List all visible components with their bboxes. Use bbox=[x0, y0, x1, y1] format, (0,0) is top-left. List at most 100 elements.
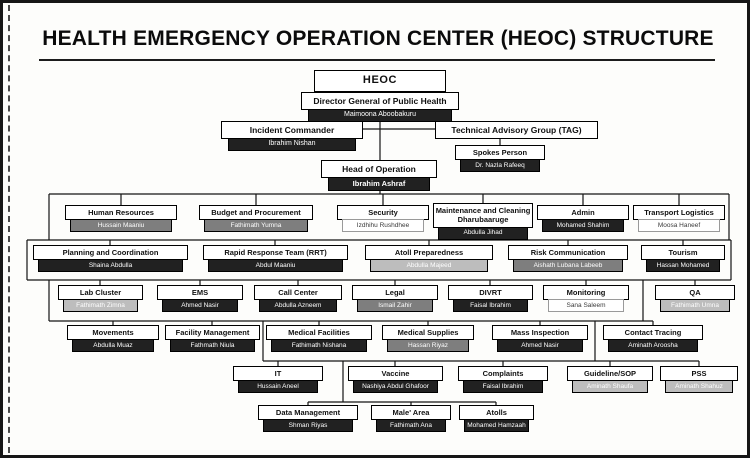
node-title: Call Center bbox=[254, 285, 342, 301]
node-medical-supplies: Medical Supplies Hassan Riyaz bbox=[382, 325, 474, 353]
node-person: Hussain Maaniu bbox=[70, 219, 172, 233]
node-ems: EMS Ahmed Nasir bbox=[157, 285, 243, 313]
node-head-of-operation: Head of Operation Ibrahim Ashraf bbox=[321, 160, 437, 191]
node-person: Aishath Lubana Labeeb bbox=[513, 259, 623, 273]
node-transport-logistics: Transport Logistics Moosa Haneef bbox=[633, 205, 725, 233]
node-person: Fathimath Yumna bbox=[204, 219, 308, 233]
node-title: Atolls bbox=[459, 405, 534, 421]
node-title: Director General of Public Health bbox=[301, 92, 459, 110]
node-person: Fathimath Nishana bbox=[271, 339, 367, 353]
node-person: Abdulla Muaz bbox=[72, 339, 154, 353]
node-title: EMS bbox=[157, 285, 243, 301]
node-person: Faisal Ibrahim bbox=[453, 299, 528, 313]
node-title: Complaints bbox=[458, 366, 548, 382]
node-technical-advisory-group: Technical Advisory Group (TAG) bbox=[435, 121, 598, 139]
node-person: Abdul Maaniu bbox=[208, 259, 343, 273]
node-person: Moosa Haneef bbox=[638, 219, 720, 233]
node-person: Aminath Aroosha bbox=[608, 339, 698, 353]
node-person: Fathimath Umna bbox=[660, 299, 730, 313]
node-title: Data Management bbox=[258, 405, 358, 421]
node-person: Mohamed Shahim bbox=[542, 219, 624, 233]
node-person: Mohamed Hamzaah bbox=[464, 419, 529, 433]
node-title: Rapid Response Team (RRT) bbox=[203, 245, 348, 261]
page-title: HEALTH EMERGENCY OPERATION CENTER (HEOC)… bbox=[42, 27, 714, 50]
node-person: Izdhihu Rushdhee bbox=[342, 219, 424, 233]
node-person: Ahmed Nasir bbox=[497, 339, 583, 353]
node-title: Medical Supplies bbox=[382, 325, 474, 341]
node-it: IT Hussain Aneel bbox=[233, 366, 323, 394]
node-title: Male' Area bbox=[371, 405, 451, 421]
node-movements: Movements Abdulla Muaz bbox=[67, 325, 159, 353]
node-person: Ismail Zahir bbox=[357, 299, 433, 313]
node-risk-communication: Risk Communication Aishath Lubana Labeeb bbox=[508, 245, 628, 273]
node-atolls: Atolls Mohamed Hamzaah bbox=[459, 405, 534, 433]
node-vaccine: Vaccine Nashiya Abdul Ghafoor bbox=[348, 366, 443, 394]
node-title: Monitoring bbox=[543, 285, 629, 301]
node-title: Risk Communication bbox=[508, 245, 628, 261]
node-title: Transport Logistics bbox=[633, 205, 725, 221]
node-title: Movements bbox=[67, 325, 159, 341]
node-person: Hussain Aneel bbox=[238, 380, 318, 394]
node-rapid-response-team: Rapid Response Team (RRT) Abdul Maaniu bbox=[203, 245, 348, 273]
node-person: Ibrahim Ashraf bbox=[328, 176, 430, 191]
node-qa: QA Fathimath Umna bbox=[655, 285, 735, 313]
node-maintenance-cleaning: Maintenance and Cleaning Dharubaaruge Ab… bbox=[433, 203, 533, 240]
node-person: Fathimath Zimna bbox=[63, 299, 138, 313]
node-person: Dr. Nazla Rafeeq bbox=[460, 159, 540, 173]
node-person: Abdulla Azneem bbox=[259, 299, 337, 313]
node-medical-facilities: Medical Facilities Fathimath Nishana bbox=[266, 325, 372, 353]
node-title: Human Resources bbox=[65, 205, 177, 221]
node-title: QA bbox=[655, 285, 735, 301]
node-title: Tourism bbox=[641, 245, 725, 261]
node-title: Vaccine bbox=[348, 366, 443, 382]
node-title: Admin bbox=[537, 205, 629, 221]
node-person: Sana Saleem bbox=[548, 299, 624, 313]
node-person: Shaina Abdulla bbox=[38, 259, 183, 273]
node-person: Aminath Shaufa bbox=[572, 380, 648, 394]
node-title: Maintenance and Cleaning Dharubaaruge bbox=[433, 203, 533, 228]
node-facility-management: Facility Management Fathmath Niula bbox=[165, 325, 260, 353]
node-title: Technical Advisory Group (TAG) bbox=[435, 121, 598, 139]
node-title: Security bbox=[337, 205, 429, 221]
node-person: Hassan Riyaz bbox=[387, 339, 469, 353]
node-planning-coordination: Planning and Coordination Shaina Abdulla bbox=[33, 245, 188, 273]
node-title: PSS bbox=[660, 366, 738, 382]
node-person: Fathmath Niula bbox=[170, 339, 255, 353]
node-person: Hassan Mohamed bbox=[646, 259, 720, 273]
node-title: HEOC bbox=[314, 70, 446, 92]
node-person: Shman Riyas bbox=[263, 419, 353, 433]
node-title: Contact Tracing bbox=[603, 325, 703, 341]
node-complaints: Complaints Faisal Ibrahim bbox=[458, 366, 548, 394]
node-title: Mass Inspection bbox=[492, 325, 588, 341]
node-pss: PSS Aminath Shahuz bbox=[660, 366, 738, 394]
node-person: Maimoona Aboobakuru bbox=[308, 108, 452, 123]
title-underline bbox=[39, 59, 715, 61]
node-spokes-person: Spokes Person Dr. Nazla Rafeeq bbox=[455, 145, 545, 173]
node-title: Head of Operation bbox=[321, 160, 437, 178]
node-mass-inspection: Mass Inspection Ahmed Nasir bbox=[492, 325, 588, 353]
node-title: Lab Cluster bbox=[58, 285, 143, 301]
node-divrt: DIVRT Faisal Ibrahim bbox=[448, 285, 533, 313]
node-title: Legal bbox=[352, 285, 438, 301]
node-security: Security Izdhihu Rushdhee bbox=[337, 205, 429, 233]
node-person: Faisal Ibrahim bbox=[463, 380, 543, 394]
node-person: Ibrahim Nishan bbox=[228, 137, 356, 152]
node-person: Nashiya Abdul Ghafoor bbox=[353, 380, 438, 394]
node-director-general: Director General of Public Health Maimoo… bbox=[301, 92, 459, 123]
node-title: Facility Management bbox=[165, 325, 260, 341]
node-title: Medical Facilities bbox=[266, 325, 372, 341]
node-lab-cluster: Lab Cluster Fathimath Zimna bbox=[58, 285, 143, 313]
node-male-area: Male' Area Fathimath Ana bbox=[371, 405, 451, 433]
node-budget-procurement: Budget and Procurement Fathimath Yumna bbox=[199, 205, 313, 233]
binding-edge-marks bbox=[8, 5, 10, 453]
node-person: Abdulla Jihad bbox=[438, 226, 528, 240]
node-admin: Admin Mohamed Shahim bbox=[537, 205, 629, 233]
node-human-resources: Human Resources Hussain Maaniu bbox=[65, 205, 177, 233]
node-title: Budget and Procurement bbox=[199, 205, 313, 221]
node-title: Atoll Preparedness bbox=[365, 245, 493, 261]
node-heoc: HEOC bbox=[314, 70, 446, 92]
node-person: Ahmed Nasir bbox=[162, 299, 238, 313]
node-incident-commander: Incident Commander Ibrahim Nishan bbox=[221, 121, 363, 152]
node-title: Incident Commander bbox=[221, 121, 363, 139]
node-title: Spokes Person bbox=[455, 145, 545, 161]
